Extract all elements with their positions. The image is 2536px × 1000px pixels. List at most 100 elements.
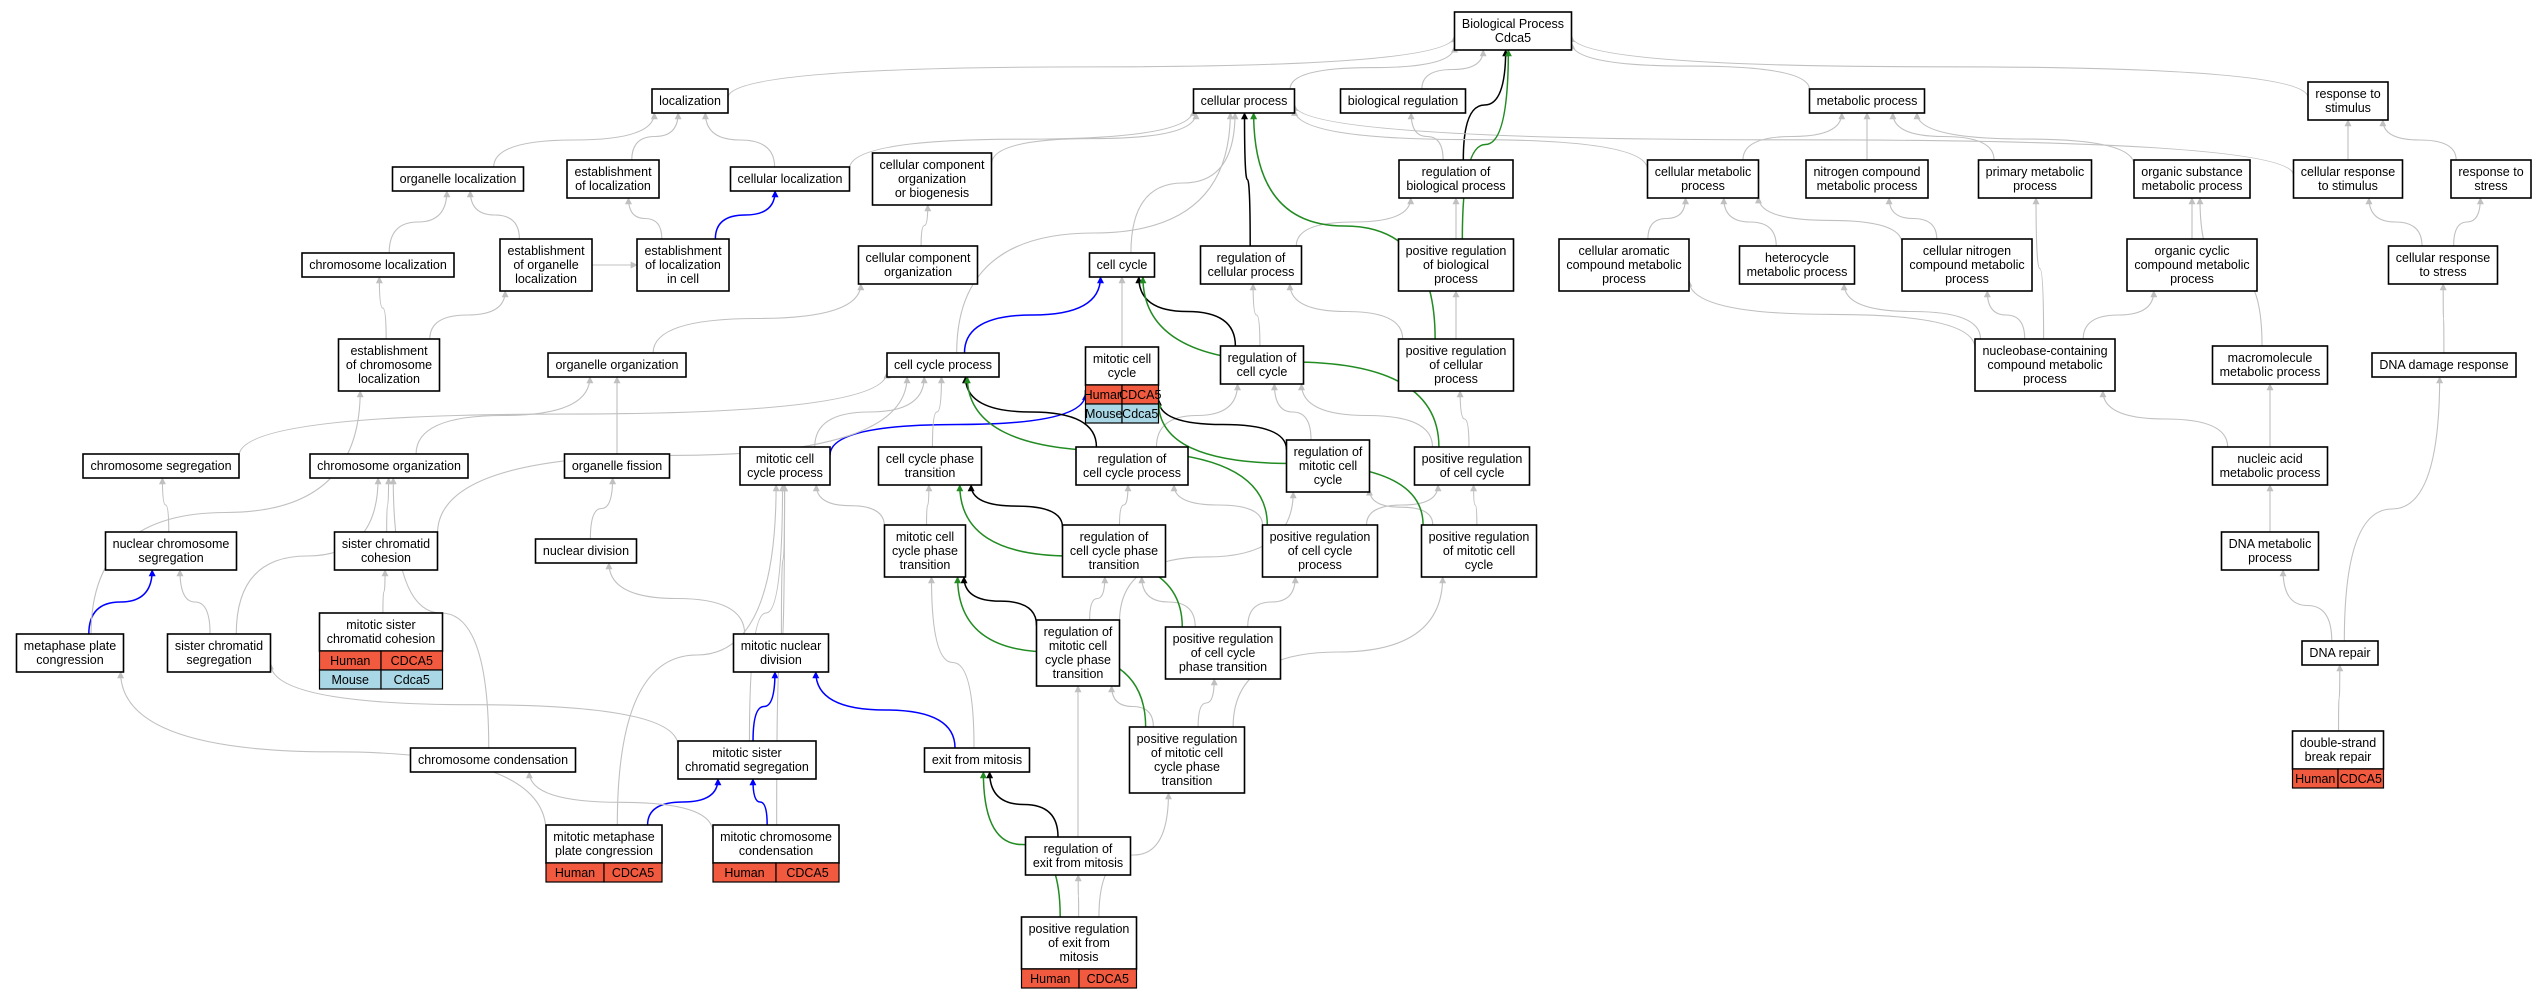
node-label-line: organic cyclic [2154, 244, 2229, 258]
node-label-line: process [1602, 272, 1646, 286]
node-label-line: process [1298, 558, 1342, 572]
node-label-line: cycle phase [1045, 653, 1111, 667]
go-term-node[interactable]: cellular process [1192, 88, 1296, 114]
node-box [651, 88, 729, 114]
go-term-node[interactable]: cell cycle process [886, 352, 1000, 378]
go-term-node[interactable]: chromosome condensation [409, 747, 577, 773]
go-term-node[interactable]: metabolic process [1808, 88, 1926, 114]
go-term-node[interactable]: cellular localization [729, 166, 851, 192]
node-label-line: cellular component [880, 158, 985, 172]
edge-gray [1089, 576, 1109, 621]
node-box [2387, 245, 2499, 285]
node-label-line: mitotic cell [1093, 352, 1151, 366]
node-label-line: metabolic process [1817, 179, 1918, 193]
node-box [2307, 81, 2389, 121]
go-term-node[interactable]: localization [651, 88, 729, 114]
node-label-line: cell cycle phase [1070, 544, 1158, 558]
go-term-node[interactable]: organelle localization [391, 166, 525, 192]
go-term-node[interactable]: chromosome organization [309, 453, 469, 479]
edge-black [1135, 276, 1237, 347]
node-label-line: mitotic sister [712, 746, 781, 760]
edge-gray [238, 371, 891, 456]
node-label-line: macromolecule [2228, 351, 2313, 365]
node-label-line: division [760, 653, 802, 667]
go-term-node[interactable]: organelle fission [563, 453, 671, 479]
go-term-node[interactable]: DNA damage response [2371, 352, 2517, 378]
go-term-node[interactable]: DNA repair [2301, 640, 2379, 666]
go-term-node[interactable]: exit from mitosis [923, 747, 1031, 773]
go-term-node[interactable]: biological regulation [1339, 88, 1467, 114]
edge-gray [1118, 484, 1132, 526]
go-term-node[interactable]: chromosome localization [301, 252, 455, 278]
go-term-node[interactable]: nuclear division [534, 538, 638, 564]
edge-gray [1742, 112, 1846, 161]
node-box [337, 338, 441, 392]
edge-green [979, 771, 1061, 918]
node-label-line: mitotic metaphase [553, 830, 654, 844]
node-label-line: cellular metabolic [1655, 165, 1752, 179]
node-box [1558, 238, 1690, 292]
edge-black [961, 376, 1098, 448]
go-term-node[interactable]: chromosome segregation [82, 453, 240, 479]
edge-black [967, 484, 1064, 528]
node-label-line: localization [659, 94, 721, 108]
go-term-node[interactable]: cell cycle [1088, 252, 1156, 278]
node-box [886, 352, 1000, 378]
go-term-node[interactable]: organelle organization [547, 352, 687, 378]
